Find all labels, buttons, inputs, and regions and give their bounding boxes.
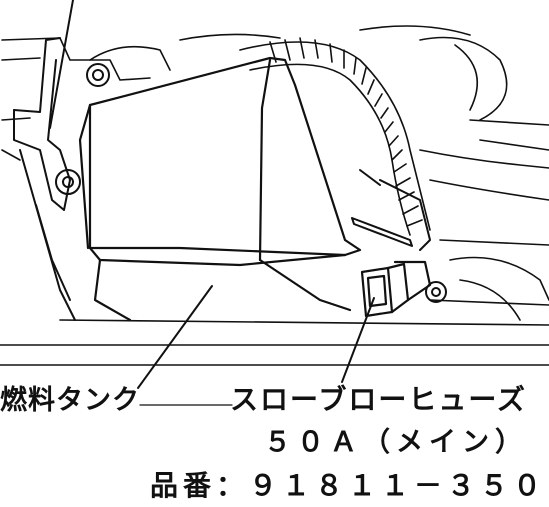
fuel-tank-cover	[78, 56, 362, 322]
bolt-bracket	[55, 169, 81, 195]
fuel-tank-label: 燃料タンク	[0, 385, 140, 416]
mounting-bracket	[13, 37, 76, 321]
fuse-rating-label: ５０Ａ（メイン）	[264, 427, 528, 458]
part-number-label: 品番：９１８１１－３５０	[150, 469, 547, 502]
fuse-name-label: スローブローヒューズ	[230, 383, 527, 416]
harness-strap	[351, 169, 431, 251]
leader-bracket	[49, 0, 74, 129]
leader-fuel-tank	[137, 285, 213, 389]
bolt-right	[425, 281, 447, 303]
wiring-harness	[239, 37, 431, 236]
leader-fuse	[341, 297, 375, 383]
background-structure	[0, 25, 549, 366]
leader-lines	[49, 0, 375, 406]
bolt-upper	[86, 63, 110, 87]
slow-blow-fuse	[360, 260, 432, 318]
